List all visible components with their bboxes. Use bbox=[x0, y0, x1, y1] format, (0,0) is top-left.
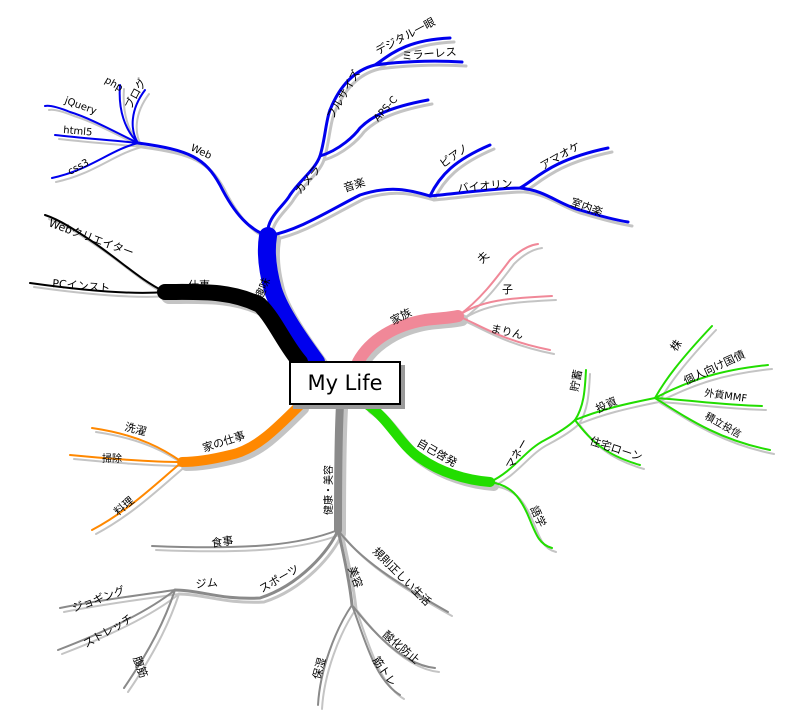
label-regular-life: 規則正しい生活 bbox=[370, 544, 434, 608]
self-dev-trunk bbox=[363, 400, 495, 487]
label-laundry: 洗濯 bbox=[123, 420, 148, 438]
investment-line bbox=[574, 397, 656, 421]
label-fullsize: フルサイズ bbox=[323, 67, 362, 121]
label-work: 仕事 bbox=[188, 279, 210, 292]
label-web-creator: Webクリエイター bbox=[47, 217, 136, 260]
family-trunk bbox=[352, 310, 464, 368]
mortgage-line bbox=[574, 419, 641, 466]
meal-line bbox=[151, 529, 339, 549]
jquery-line bbox=[44, 104, 139, 144]
mmf-line bbox=[654, 397, 763, 407]
label-php: php bbox=[103, 75, 125, 94]
css3-line bbox=[51, 142, 139, 179]
husband-line bbox=[457, 243, 539, 317]
label-html5: html5 bbox=[63, 125, 93, 138]
child-line bbox=[457, 295, 553, 317]
accumulation-line bbox=[654, 397, 771, 451]
branch-health bbox=[57, 401, 449, 706]
music-line bbox=[266, 187, 432, 238]
label-cooking: 料理 bbox=[111, 493, 137, 518]
stocks-line bbox=[654, 325, 713, 399]
label-meal: 食事 bbox=[210, 533, 234, 550]
label-mortgage: 住宅ローン bbox=[588, 434, 644, 464]
laundry-line bbox=[91, 427, 183, 463]
branch-work bbox=[29, 214, 308, 370]
branch-self-dev bbox=[363, 325, 771, 549]
work-trunk bbox=[157, 283, 308, 370]
camera-line bbox=[266, 108, 332, 238]
savings-line bbox=[574, 369, 587, 421]
cooking-line bbox=[91, 461, 183, 531]
label-stocks: 株 bbox=[667, 337, 685, 354]
branch-family bbox=[352, 243, 553, 368]
money-line bbox=[489, 419, 576, 483]
label-pc-instructor: PCインスト bbox=[52, 277, 111, 295]
label-cleaning: 掃除 bbox=[102, 452, 122, 465]
label-blog: ブログ bbox=[121, 76, 149, 112]
label-mirrorless: ミラーレス bbox=[401, 45, 457, 63]
jogging-line bbox=[59, 589, 176, 609]
language-line bbox=[489, 481, 553, 549]
web-line bbox=[136, 141, 270, 238]
bonds-line bbox=[654, 364, 769, 399]
web-creator-line bbox=[44, 214, 166, 293]
branch-hobby bbox=[44, 36, 630, 371]
label-savings: 貯蓄 bbox=[568, 369, 585, 393]
apsc-line bbox=[318, 98, 430, 158]
regular-life-line bbox=[337, 529, 449, 613]
abs-line bbox=[123, 589, 176, 689]
pc-instructor-line bbox=[29, 282, 166, 294]
training-line bbox=[351, 604, 401, 696]
label-jogging: ジョギング bbox=[70, 583, 126, 615]
label-antiaging: 酸化防止 bbox=[380, 628, 423, 667]
php-line bbox=[118, 84, 139, 144]
label-stretch: ストレッチ bbox=[81, 612, 135, 651]
marin-line bbox=[457, 315, 551, 351]
blog-line bbox=[131, 89, 146, 144]
labels: 趣味 カメラ フルサイズ デジタル一眼 ミラーレス APS-C Web ブログ … bbox=[47, 14, 748, 688]
label-language: 語学 bbox=[527, 503, 549, 529]
sports-gym-line bbox=[173, 528, 340, 600]
label-husband: 夫 bbox=[475, 249, 492, 266]
label-abs: 腹筋 bbox=[130, 654, 151, 679]
house-trunk bbox=[177, 400, 305, 467]
mirrorless-line bbox=[373, 59, 464, 67]
beauty-line bbox=[336, 528, 354, 607]
branch-house bbox=[69, 400, 305, 531]
stretch-line bbox=[57, 589, 176, 651]
label-violin: バイオリン bbox=[457, 177, 513, 195]
label-music: 音楽 bbox=[342, 175, 367, 195]
antiaging-line bbox=[351, 604, 436, 669]
health-trunk bbox=[334, 401, 344, 534]
cleaning-line bbox=[69, 454, 183, 463]
label-training: 筋トレ bbox=[370, 654, 400, 689]
label-health: 健康・美容 bbox=[322, 465, 335, 515]
html5-line bbox=[54, 134, 139, 144]
hobby-trunk bbox=[257, 227, 325, 371]
moisture-line bbox=[317, 604, 353, 706]
label-gym: ジム bbox=[195, 576, 218, 591]
piano-line bbox=[428, 143, 492, 198]
central-topic: My Life bbox=[289, 361, 401, 405]
chamber-line bbox=[518, 186, 630, 224]
label-bonds: 個人向け国債 bbox=[681, 347, 747, 388]
label-child: 子 bbox=[502, 283, 513, 296]
label-moisture: 保湿 bbox=[309, 656, 328, 681]
label-camera: カメラ bbox=[292, 163, 323, 197]
